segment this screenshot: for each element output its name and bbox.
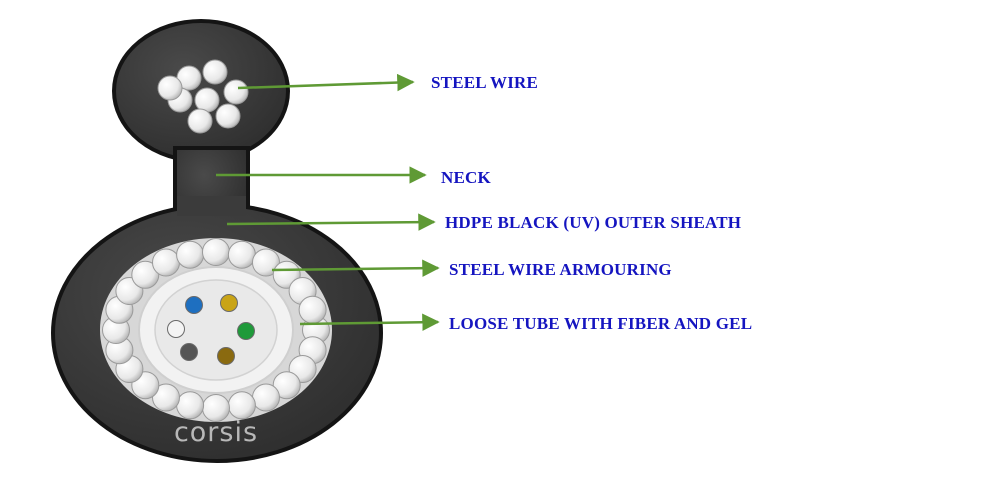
- armour-wire: [227, 240, 256, 269]
- messenger-wire: [202, 59, 228, 85]
- armour-wire: [152, 383, 180, 412]
- label-neck: NECK: [441, 168, 491, 187]
- armour-wire: [298, 295, 327, 324]
- optical-fiber: [237, 322, 255, 340]
- optical-fibers: [167, 294, 255, 365]
- armour-wire: [131, 260, 160, 289]
- armour-steel-wires: [102, 238, 330, 422]
- arrow-steel-wire: [237, 73, 415, 92]
- messenger-wire: [187, 108, 213, 134]
- armour-wire: [176, 391, 205, 420]
- callout-arrows: [216, 73, 440, 331]
- messenger-steel-wires: [157, 59, 249, 134]
- label-armouring: STEEL WIRE ARMOURING: [449, 260, 672, 279]
- neck-join: [177, 196, 246, 216]
- optical-fiber: [220, 294, 238, 312]
- arrow-loose-tube: [299, 313, 440, 331]
- label-outer-sheath: HDPE BLACK (UV) OUTER SHEATH: [445, 213, 742, 232]
- messenger-wire: [223, 79, 249, 105]
- armour-wire: [176, 240, 205, 269]
- arrow-outer-sheath: [226, 213, 436, 231]
- arrow-armouring: [271, 259, 440, 277]
- armour-wire: [227, 391, 256, 420]
- armour-wire: [272, 371, 301, 400]
- label-steel-wire: STEEL WIRE: [431, 73, 539, 92]
- messenger-wire: [215, 103, 241, 129]
- label-loose-tube: LOOSE TUBE WITH FIBER AND GEL: [449, 314, 753, 333]
- messenger-wire: [194, 87, 220, 113]
- armour-wire: [202, 238, 230, 266]
- optical-fiber: [180, 343, 198, 361]
- optical-fiber: [185, 296, 203, 314]
- brand-watermark: corsis: [174, 417, 258, 448]
- optical-fiber: [167, 320, 185, 338]
- armour-wire: [152, 248, 180, 277]
- armour-wire: [252, 383, 280, 412]
- messenger-wire: [157, 75, 183, 101]
- optical-fiber: [217, 347, 235, 365]
